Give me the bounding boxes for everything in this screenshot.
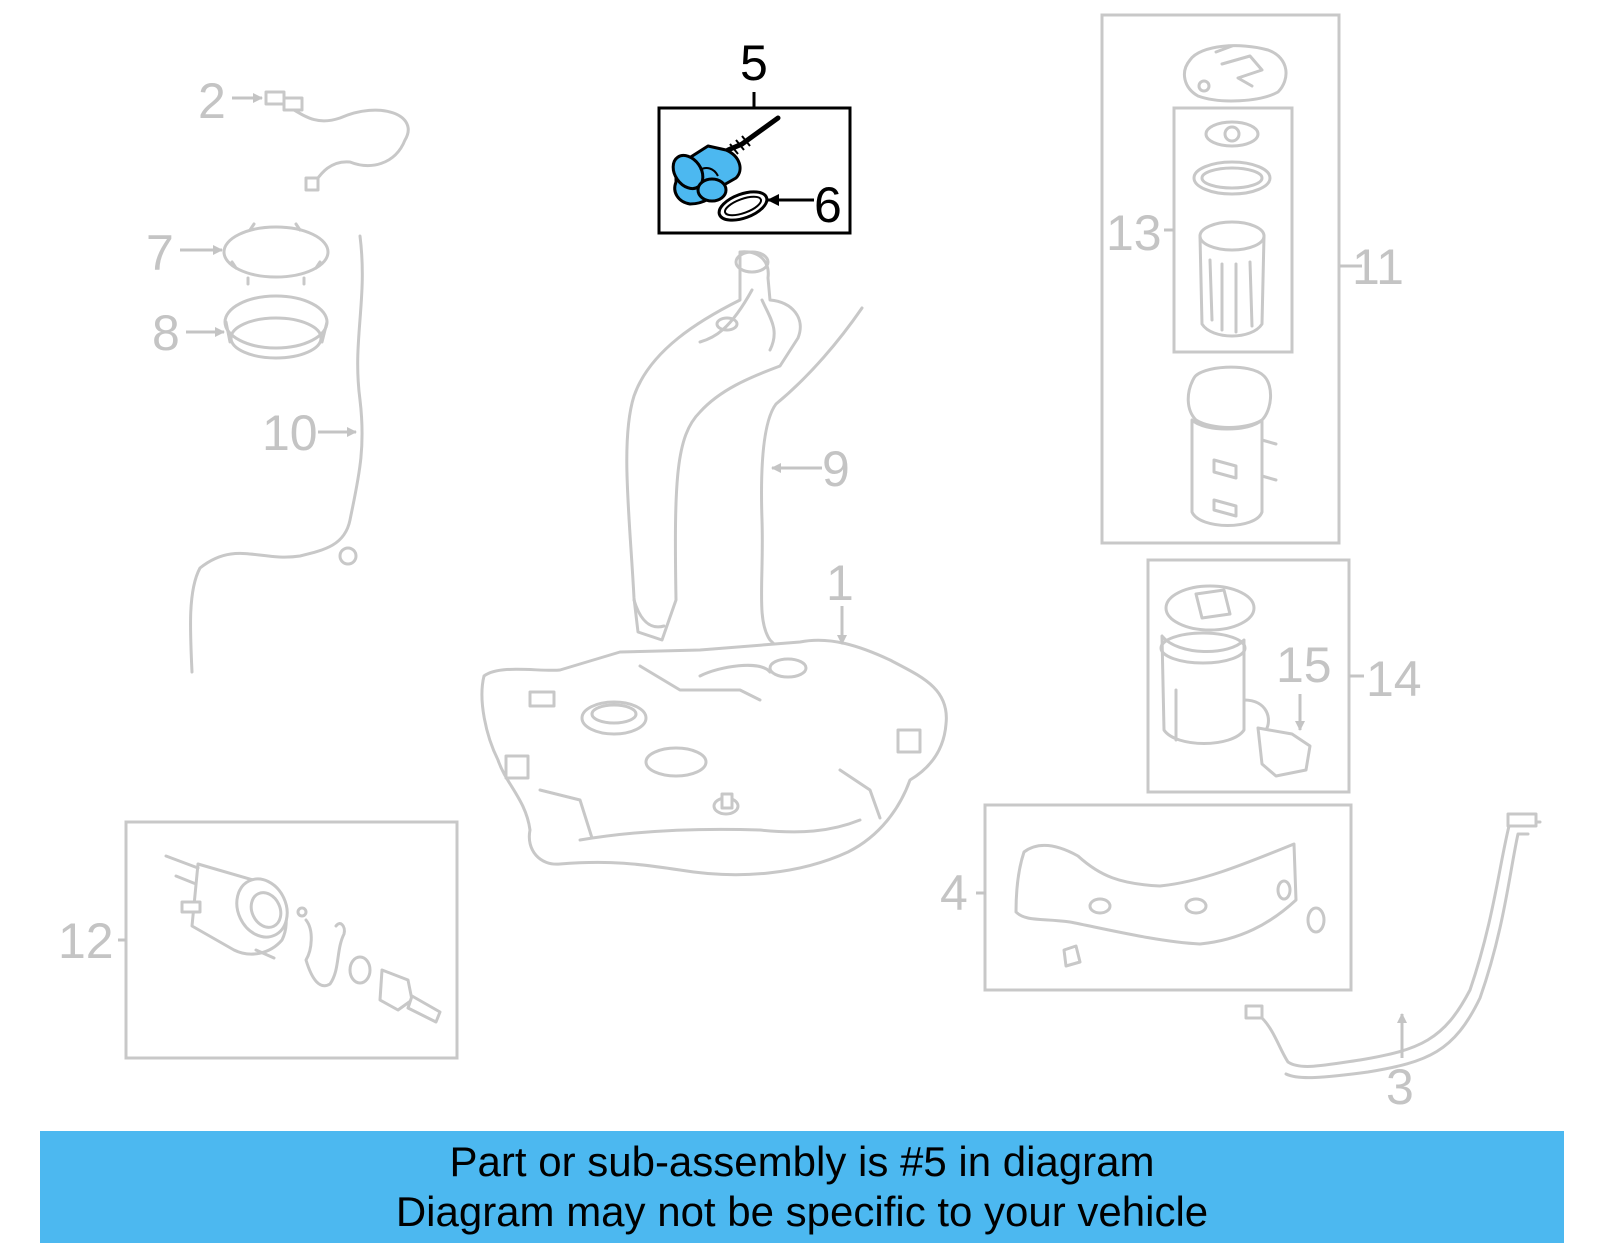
part-11-pump-housing [1186, 365, 1278, 527]
callout-8: 8 [152, 305, 180, 361]
banner-line-1: Part or sub-assembly is #5 in diagram [449, 1138, 1155, 1185]
callout-1: 1 [826, 555, 854, 611]
callout-3: 3 [1386, 1059, 1414, 1115]
callout-12: 12 [58, 913, 114, 969]
part-4-heat-shield [983, 803, 1353, 992]
callout-13: 13 [1106, 205, 1162, 261]
part-1-fuel-tank [480, 638, 948, 877]
part-13-filter-set [1172, 106, 1294, 354]
callout-14: 14 [1366, 651, 1422, 707]
callout-2: 2 [198, 73, 226, 129]
callout-4: 4 [940, 865, 968, 921]
callout-5: 5 [740, 35, 768, 91]
callout-11: 11 [1352, 239, 1404, 295]
part-3-tank-strap [1244, 812, 1542, 1080]
info-banner: Part or sub-assembly is #5 in diagram Di… [40, 1131, 1564, 1243]
part-11-pump-assembly [1100, 13, 1341, 545]
callout-15: 15 [1276, 637, 1332, 693]
callout-9: 9 [822, 441, 850, 497]
part-2-sensor-wire [264, 90, 410, 192]
banner-line-2: Diagram may not be specific to your vehi… [395, 1188, 1209, 1235]
part-8-seal [223, 294, 329, 360]
filler-neck [625, 250, 802, 642]
part-7-lock-ring [222, 222, 330, 286]
callout-10: 10 [262, 405, 318, 461]
part-10-vent-line [188, 234, 364, 674]
callout-7: 7 [146, 225, 174, 281]
part-12-fuel-filter [124, 820, 459, 1060]
callout-labels: 1 2 3 4 5 6 7 8 9 10 11 12 13 14 15 [58, 35, 1422, 1115]
leader-lines [118, 92, 1407, 1058]
callout-6: 6 [814, 177, 842, 233]
part-14-pump-module [1146, 558, 1351, 794]
